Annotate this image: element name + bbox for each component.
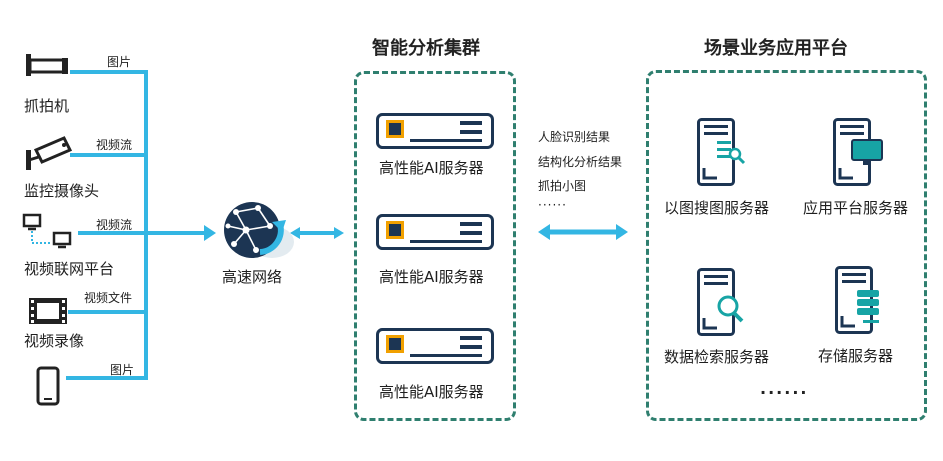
platform-title: 场景业务应用平台	[704, 38, 848, 59]
snapshot-camera-icon	[24, 52, 70, 82]
arrow-to-network	[204, 225, 216, 241]
film-strip-icon	[28, 297, 68, 325]
surveillance-camera-icon	[24, 136, 72, 172]
flow-label-snapshot: 图片	[107, 55, 132, 69]
platform-box	[646, 70, 927, 421]
result-structured: 结构化分析结果	[538, 155, 623, 169]
image-search-server-icon	[697, 118, 747, 188]
flow-label-mobile: 图片	[110, 363, 135, 377]
networked-computers-icon	[22, 213, 78, 249]
result-ellipsis: ······	[538, 198, 567, 212]
service-label-image-search: 以图搜图服务器	[664, 199, 770, 217]
service-label-storage: 存储服务器	[818, 347, 894, 365]
application-server-icon	[833, 118, 885, 188]
mobile-phone-icon	[36, 366, 60, 406]
server-label-1: 高性能AI服务器	[379, 159, 484, 177]
data-retrieval-server-icon	[697, 268, 747, 338]
flow-label-platform: 视频流	[96, 218, 133, 232]
platform-ellipsis: ······	[760, 383, 809, 402]
result-snapshot: 抓拍小图	[538, 179, 587, 193]
cluster-title: 智能分析集群	[372, 38, 480, 59]
ai-server-icon-2	[376, 214, 494, 250]
source-label-platform: 视频联网平台	[24, 260, 115, 278]
source-label-snapshot: 抓拍机	[24, 97, 70, 115]
cluster-box	[354, 71, 516, 421]
service-label-data-retrieval: 数据检索服务器	[664, 348, 770, 366]
flow-label-camera: 视频流	[96, 138, 133, 152]
result-face: 人脸识别结果	[538, 130, 611, 144]
ai-server-icon-3	[376, 328, 494, 364]
source-label-recording: 视频录像	[24, 332, 85, 350]
service-label-application: 应用平台服务器	[803, 199, 909, 217]
ai-server-icon-1	[376, 113, 494, 149]
server-label-2: 高性能AI服务器	[379, 268, 484, 286]
flow-line-bus	[66, 70, 148, 380]
storage-server-icon	[835, 266, 887, 336]
globe-network-icon	[216, 198, 298, 264]
server-label-3: 高性能AI服务器	[379, 383, 484, 401]
flow-label-recording: 视频文件	[84, 291, 133, 305]
network-label: 高速网络	[222, 268, 283, 286]
source-label-camera: 监控摄像头	[24, 182, 100, 200]
